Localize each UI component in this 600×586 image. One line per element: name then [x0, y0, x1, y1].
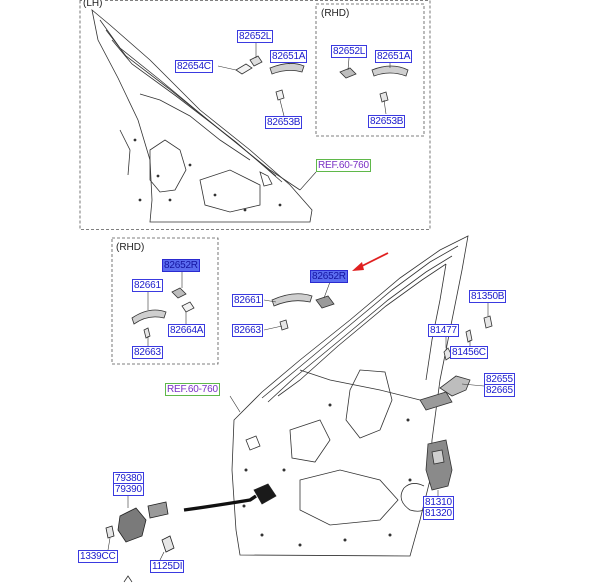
- lh-handle-parts: [235, 55, 305, 101]
- latch-rod-assembly: [419, 315, 493, 411]
- part-label-82663-main[interactable]: 82663: [232, 324, 263, 337]
- ref-label-top[interactable]: REF.60-760: [316, 159, 371, 172]
- part-label-81350B[interactable]: 81350B: [469, 290, 507, 303]
- part-label-82652R-main[interactable]: 82652R: [310, 270, 348, 283]
- rhd-mid-inset-frame: [111, 237, 219, 365]
- part-label-1125DI[interactable]: 1125DI: [150, 560, 185, 573]
- lh-panel-title: (LH): [82, 0, 104, 9]
- part-label-82653B-lh[interactable]: 82653B: [265, 116, 303, 129]
- part-label-82653B-rhd[interactable]: 82653B: [368, 115, 406, 128]
- top-leader-lines: [217, 42, 391, 191]
- part-label-82651A-lh[interactable]: 82651A: [270, 50, 308, 63]
- rhd-mid-panel-title: (RHD): [115, 242, 146, 253]
- ref-label-mid[interactable]: REF.60-760: [165, 383, 220, 396]
- part-label-82665[interactable]: 82665: [484, 384, 515, 397]
- lh-door-holes: [133, 138, 282, 212]
- rhd-top-panel-title: (RHD): [320, 8, 351, 19]
- main-handle-parts: [271, 293, 335, 331]
- door-latch: [400, 439, 453, 512]
- part-label-1339CC[interactable]: 1339CC: [78, 550, 118, 563]
- part-label-79390[interactable]: 79390: [113, 483, 144, 496]
- lh-door-shape: [91, 8, 313, 223]
- rhd-mid-handle-parts: [131, 287, 195, 339]
- part-label-82664A[interactable]: 82664A: [168, 324, 206, 337]
- main-door-shape: [231, 235, 469, 557]
- lh-panel-frame: [79, 0, 431, 230]
- main-door-holes: [242, 403, 412, 547]
- rhd-top-handle-parts: [339, 65, 409, 103]
- part-label-81456C[interactable]: 81456C: [450, 346, 488, 359]
- part-label-81477[interactable]: 81477: [428, 324, 459, 337]
- lower-leader-lines: [107, 272, 489, 561]
- bottom-mark: [123, 575, 133, 583]
- part-label-82661-rhd[interactable]: 82661: [132, 279, 163, 292]
- part-label-81320[interactable]: 81320: [423, 507, 454, 520]
- part-label-82651A-rhd[interactable]: 82651A: [375, 50, 413, 63]
- door-checker: [105, 483, 277, 553]
- part-label-82663-rhd[interactable]: 82663: [132, 346, 163, 359]
- pointer-arrow: [352, 252, 389, 271]
- part-label-82654C[interactable]: 82654C: [175, 60, 213, 73]
- part-label-82652L-rhd[interactable]: 82652L: [331, 45, 368, 58]
- part-label-82652R-rhd[interactable]: 82652R: [162, 259, 200, 272]
- part-label-82652L-lh[interactable]: 82652L: [237, 30, 274, 43]
- part-label-82661-main[interactable]: 82661: [232, 294, 263, 307]
